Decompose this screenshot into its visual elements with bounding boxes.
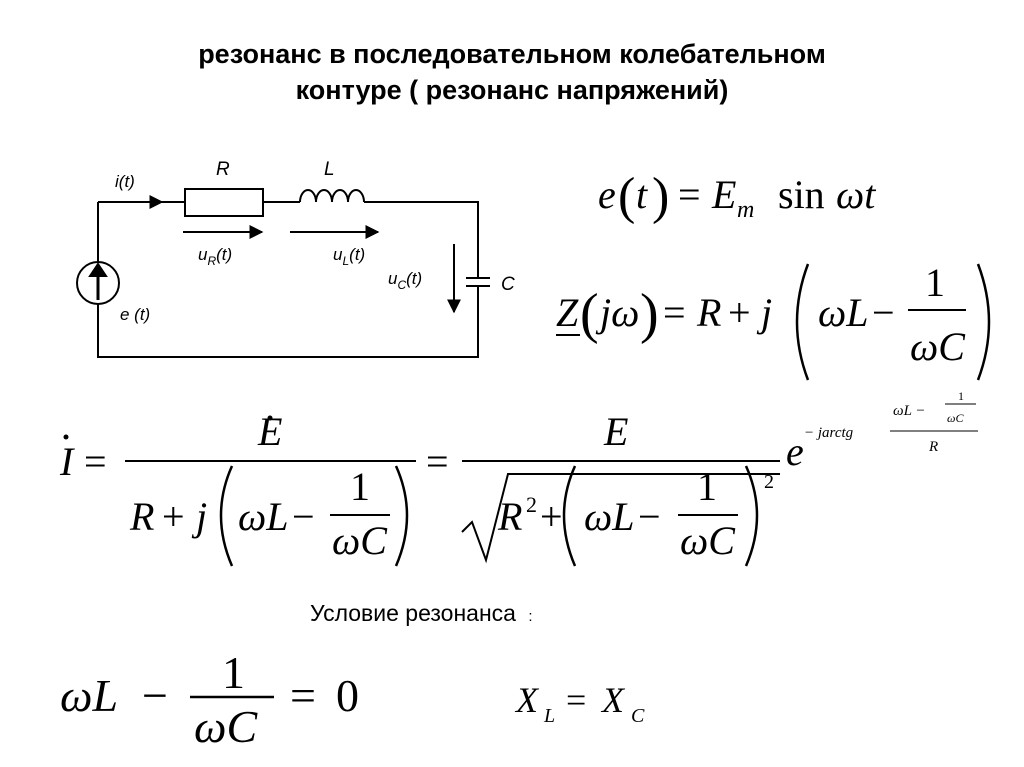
resonance-rhs: 0 (336, 670, 359, 721)
formula-xl-xc: X L = X C (514, 680, 645, 727)
svg-text:ωC: ωC (332, 518, 388, 563)
circuit-diagram (76, 188, 490, 358)
xl-subscript: L (543, 705, 555, 727)
source-label: e (t) (120, 305, 150, 324)
svg-text:1: 1 (222, 647, 245, 698)
svg-text:): ) (652, 168, 669, 225)
title-line-1: резонанс в последовательном колебательно… (198, 39, 826, 69)
svg-text:2: 2 (764, 471, 774, 493)
svg-text:R: R (928, 439, 938, 455)
u-r-subscript: R (207, 254, 216, 268)
wire-bottom (97, 287, 479, 358)
inductor-label: L (324, 159, 335, 180)
svg-text:Z: Z (556, 290, 579, 335)
formula-resonance: ωL − 1 ωC = 0 (60, 647, 359, 752)
svg-text:=: = (663, 290, 686, 335)
svg-text:+: + (162, 494, 185, 539)
svg-text:ωC: ωC (194, 701, 258, 752)
svg-text:− jarctg: − jarctg (804, 425, 854, 441)
svg-text:ωL: ωL (238, 494, 289, 539)
svg-text:E: E (603, 409, 628, 454)
u-l-label: uL(t) (333, 245, 365, 268)
u-l-symbol: u (333, 245, 343, 264)
svg-text:2: 2 (526, 492, 537, 517)
resonance-condition-label: Условие резонанса : (310, 600, 533, 627)
formula-current: I = E R + j ωL − 1 ωC = E R 2 + ωL − 1 ω… (59, 389, 978, 567)
svg-text:sin: sin (778, 172, 825, 217)
inductor (299, 189, 365, 203)
svg-text:j: j (191, 494, 207, 539)
voltage-source (76, 261, 120, 305)
source-arrow (88, 262, 108, 277)
svg-text:+: + (728, 290, 751, 335)
u-c-subscript: C (397, 278, 406, 292)
svg-text:ωL: ωL (584, 494, 635, 539)
title-line-2: контуре ( резонанс напряжений) (295, 75, 729, 105)
svg-text:ωC: ωC (947, 411, 964, 425)
page-title: резонанс в последовательном колебательно… (0, 36, 1024, 108)
svg-text:(: ( (618, 168, 635, 225)
svg-text:−: − (292, 494, 315, 539)
svg-text:ωC: ωC (680, 518, 736, 563)
u-r-arg: (t) (216, 245, 232, 264)
resistor (184, 188, 264, 217)
u-l-arg: (t) (349, 245, 365, 264)
svg-text:1: 1 (697, 464, 717, 509)
svg-text:R: R (129, 494, 154, 539)
svg-text:−: − (872, 290, 895, 335)
u-r-label: uR(t) (198, 245, 232, 268)
condition-text: Условие резонанса (310, 600, 516, 626)
svg-text:ωL: ωL (60, 670, 118, 721)
svg-text:ωt: ωt (836, 172, 876, 217)
xl-xc-equals: = (566, 680, 586, 720)
svg-text:1: 1 (958, 389, 964, 403)
capacitor-label: C (501, 274, 515, 295)
svg-text:t: t (636, 172, 648, 217)
xl-symbol: X (514, 680, 540, 720)
svg-text:ωL: ωL (818, 290, 869, 335)
formula-emf: e ( t ) = E m sin ωt (598, 168, 876, 225)
svg-text:R: R (497, 494, 522, 539)
svg-text:=: = (84, 439, 107, 484)
svg-text:R: R (696, 290, 721, 335)
svg-text:e: e (598, 172, 616, 217)
condition-colon: : (528, 608, 533, 625)
xc-symbol: X (600, 680, 626, 720)
resistor-label: R (216, 159, 230, 180)
svg-text:1: 1 (925, 260, 945, 305)
svg-text:jω: jω (595, 290, 639, 335)
svg-text:m: m (737, 197, 754, 223)
u-l-subscript: L (342, 254, 349, 268)
current-label: i(t) (115, 172, 135, 191)
svg-text:=: = (678, 172, 701, 217)
svg-text:−: − (142, 670, 168, 721)
svg-text:e: e (786, 429, 804, 474)
svg-text:E: E (711, 172, 736, 217)
formula-impedance: Z ( jω ) = R + j ωL − 1 ωC (556, 260, 991, 381)
xc-subscript: C (631, 705, 645, 727)
svg-text:ωC: ωC (910, 324, 966, 369)
svg-text:j: j (756, 290, 772, 335)
svg-text:−: − (638, 494, 661, 539)
u-r-symbol: u (198, 245, 208, 264)
svg-text:1: 1 (350, 464, 370, 509)
svg-text:+: + (540, 494, 563, 539)
svg-text:(: ( (580, 283, 599, 345)
u-c-arg: (t) (406, 269, 422, 288)
u-c-symbol: u (388, 269, 398, 288)
svg-text:I: I (59, 439, 75, 484)
svg-text:): ) (640, 283, 659, 345)
svg-text:ωL −: ωL − (893, 403, 926, 419)
u-c-label: uC(t) (388, 269, 422, 292)
svg-text:=: = (426, 439, 449, 484)
svg-text:=: = (290, 670, 316, 721)
wire-right-top (390, 201, 479, 277)
